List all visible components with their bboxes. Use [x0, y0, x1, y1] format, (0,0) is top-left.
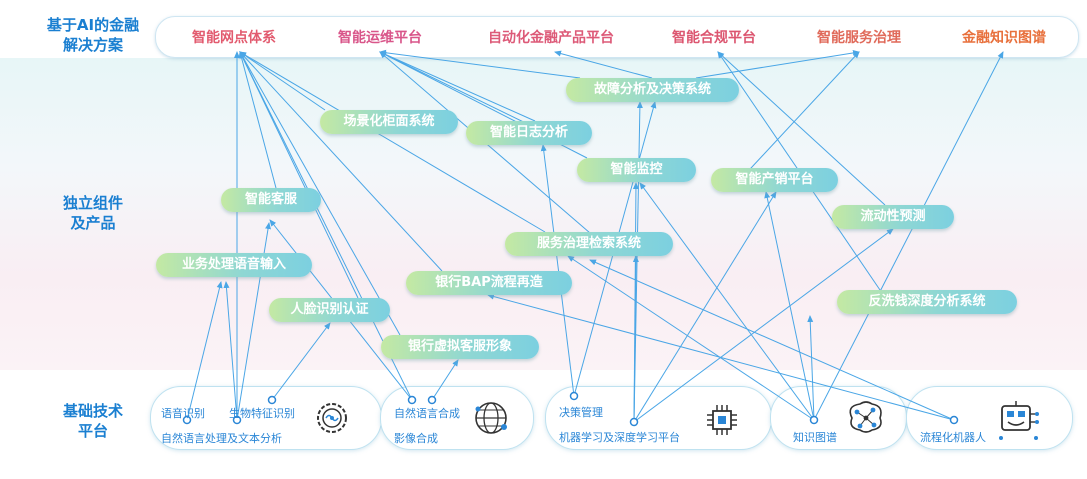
connection-line [540, 144, 575, 397]
component-bap-process[interactable]: 银行BAP流程再造 [406, 271, 572, 295]
connection-line [813, 51, 1004, 421]
connection-line [379, 51, 536, 122]
component-smart-log-analysis[interactable]: 智能日志分析 [466, 121, 592, 145]
connection-dot [182, 415, 192, 425]
connection-dot [407, 395, 417, 405]
platform-smart-ops: 智能运维平台 [338, 30, 422, 46]
row-label-base: 基础技术 平台 [33, 401, 153, 441]
component-smart-monitoring[interactable]: 智能监控 [577, 158, 696, 182]
tech-decision-management[interactable]: 决策管理 [559, 406, 603, 419]
connection-line [633, 191, 777, 423]
row-label-solutions: 基于AI的金融 解决方案 [33, 15, 153, 55]
connection-line [639, 182, 815, 421]
platform-smart-outlet: 智能网点体系 [192, 30, 276, 46]
connection-line [632, 255, 639, 423]
connection-line [239, 51, 401, 336]
tech-nl-synthesis[interactable]: 自然语言合成 [394, 407, 460, 420]
chip-icon [707, 405, 737, 435]
component-liquidity-forecast[interactable]: 流动性预测 [832, 205, 954, 229]
component-voice-input[interactable]: 业务处理语音输入 [156, 253, 312, 277]
base-box-language-image [380, 386, 534, 450]
connection-line [567, 255, 815, 421]
component-virtual-agent-avatar[interactable]: 银行虚拟客服形象 [381, 335, 539, 359]
tech-nlp-text-analysis[interactable]: 自然语言处理及文本分析 [161, 432, 282, 445]
row-label-line: 及产品 [70, 214, 116, 232]
base-box-decision-ml [545, 386, 772, 450]
connection-line [633, 228, 894, 423]
base-box-speech-vision [150, 386, 382, 450]
component-smart-production-sales[interactable]: 智能产销平台 [711, 168, 838, 192]
connection-line [487, 293, 955, 421]
connection-line [239, 51, 546, 233]
globe-network-icon [475, 402, 507, 434]
connection-dot [949, 415, 959, 425]
connection-dot [569, 391, 579, 401]
tech-speech-recognition[interactable]: 语音识别 [161, 407, 205, 420]
base-box-knowledge-graph [770, 386, 907, 450]
tech-image-synthesis[interactable]: 影像合成 [394, 432, 438, 445]
component-scenario-counter[interactable]: 场景化柜面系统 [320, 110, 458, 134]
row-label-line: 基于AI的金融 [46, 16, 140, 34]
platform-smart-compliance: 智能合规平台 [672, 30, 756, 46]
component-smart-customer-service[interactable]: 智能客服 [221, 188, 321, 212]
neural-brain-icon [849, 401, 882, 433]
connection-dot [267, 395, 277, 405]
connection-dot [427, 395, 437, 405]
connection-dot [232, 415, 242, 425]
connection-line [807, 315, 815, 421]
row-label-line: 基础技术 [62, 402, 123, 420]
connection-line [186, 281, 223, 421]
connection-line [554, 50, 653, 79]
connection-line [717, 51, 886, 206]
connection-line [238, 51, 277, 189]
connection-line [737, 51, 860, 183]
tech-knowledge-graph[interactable]: 知识图谱 [793, 431, 837, 444]
tech-biometrics[interactable]: 生物特征识别 [229, 407, 295, 420]
tech-rpa[interactable]: 流程化机器人 [920, 431, 986, 444]
connection-line [239, 51, 326, 111]
connection-line [431, 359, 459, 401]
robot-face-icon [999, 401, 1039, 440]
component-face-recognition[interactable]: 人脸识别认证 [269, 298, 390, 322]
row-label-line: 解决方案 [62, 36, 123, 54]
connection-dot [809, 415, 819, 425]
platform-smart-service-governance: 智能服务治理 [817, 30, 901, 46]
platform-auto-finance-products: 自动化金融产品平台 [488, 30, 614, 46]
connection-line [589, 259, 955, 421]
connection-line [239, 51, 359, 299]
component-fault-analysis[interactable]: 故障分析及决策系统 [566, 78, 739, 102]
row-label-line: 独立组件 [62, 194, 123, 212]
connection-line [764, 191, 815, 421]
connection-line [271, 322, 331, 401]
component-service-governance-search[interactable]: 服务治理检索系统 [505, 232, 673, 256]
solutions-bar [155, 16, 1079, 58]
connection-dot [629, 417, 639, 427]
brain-gear-icon [317, 403, 347, 433]
tech-ml-dl-platform[interactable]: 机器学习及深度学习平台 [559, 431, 680, 444]
row-label-components: 独立组件 及产品 [33, 193, 153, 233]
row-label-line: 平台 [77, 422, 108, 440]
base-box-rpa [906, 386, 1073, 450]
component-anti-money-laundering[interactable]: 反洗钱深度分析系统 [837, 290, 1017, 314]
connection-line [379, 49, 581, 79]
platform-finance-knowledge-graph: 金融知识图谱 [962, 30, 1046, 46]
connection-line [239, 51, 443, 272]
connection-line [223, 281, 238, 421]
connection-line [379, 51, 541, 131]
connection-line [695, 49, 860, 79]
